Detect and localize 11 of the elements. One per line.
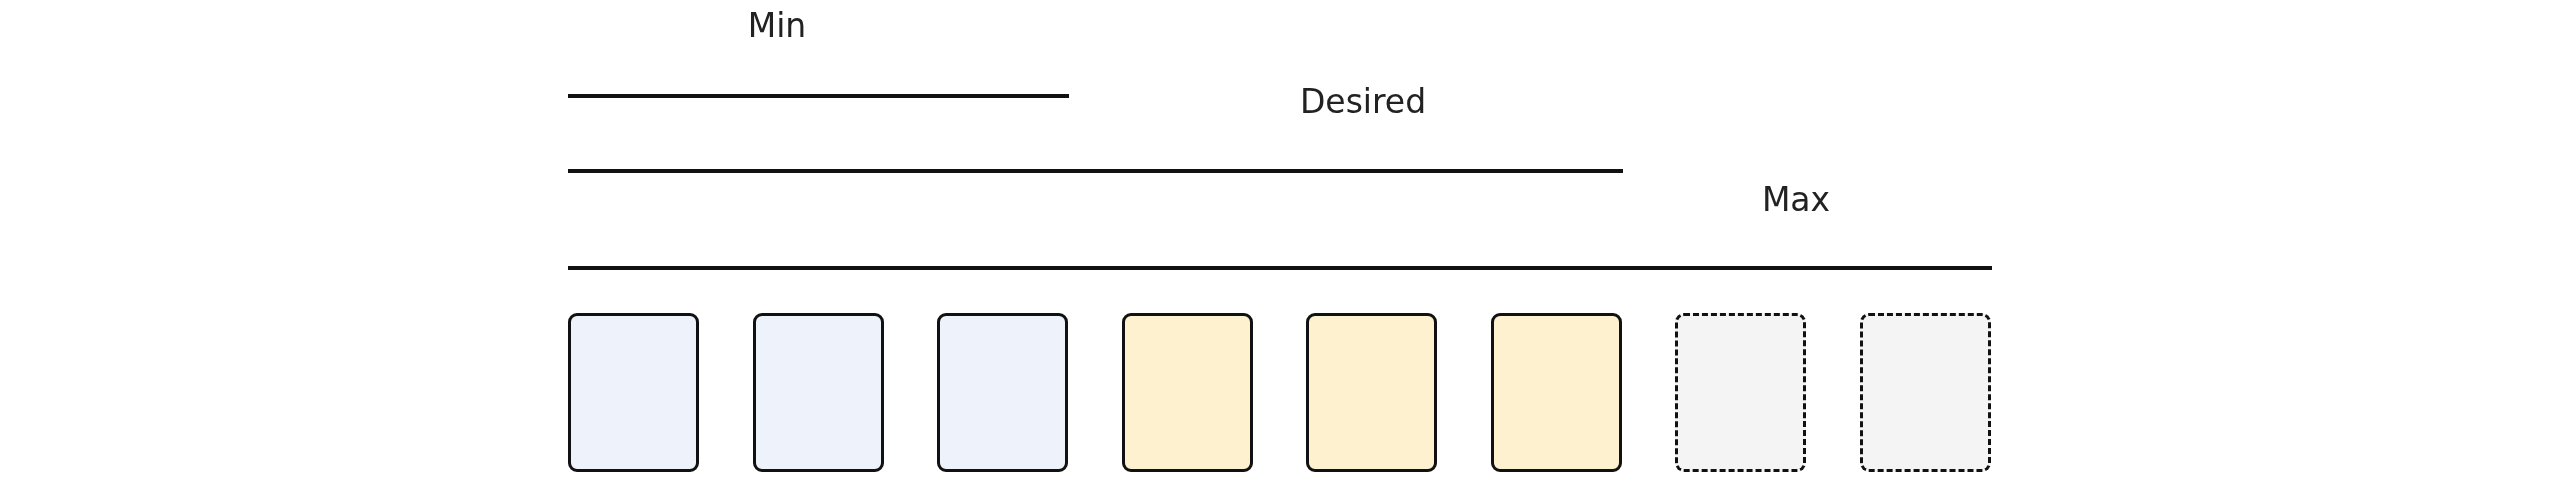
range-label: Max (1761, 180, 1831, 219)
slot-box (1490, 313, 1622, 472)
slot-box (937, 313, 1068, 472)
slot-box (1859, 313, 1991, 472)
range-label: Desired (1299, 82, 1427, 121)
range-label: Min (747, 6, 807, 45)
slot-box (1306, 313, 1437, 472)
slot-box (752, 313, 884, 472)
slot-box (568, 313, 699, 472)
slot-box (1675, 313, 1806, 472)
slot-box (1121, 313, 1253, 472)
